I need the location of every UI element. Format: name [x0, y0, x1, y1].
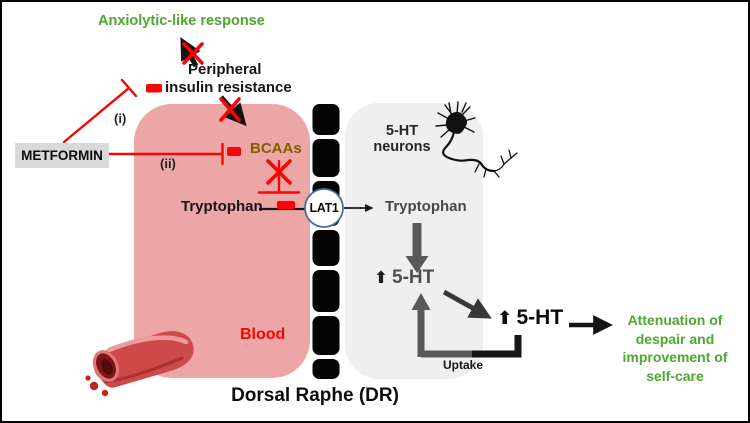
blood-vessel-icon — [85, 331, 194, 397]
5ht-neurons-label: 5-HT neurons — [373, 123, 431, 155]
outcome-line-3: improvement of — [622, 349, 728, 365]
dorsal-raphe-title: Dorsal Raphe (DR) — [231, 385, 399, 406]
5ht-release-arrow — [442, 289, 492, 319]
metformin-inhibition-lines — [62, 42, 301, 209]
insulin-resistance-label: insulin resistance — [165, 79, 292, 96]
pathway-ii-label: (ii) — [160, 156, 176, 171]
uptake-label: Uptake — [443, 358, 484, 372]
lat1-transporter-icon — [304, 188, 344, 228]
5ht-synapse-text: 5-HT — [516, 306, 564, 329]
5ht-dr-text: 5-HT — [392, 267, 435, 288]
tryptophan-to-5ht-arrow — [405, 223, 429, 273]
neuron-icon — [435, 101, 518, 178]
5ht-increase-synapse-label: ⬆5-HT — [497, 306, 563, 330]
peripheral-label: Peripheral — [188, 61, 262, 78]
outcome-line-2: despair and — [635, 330, 715, 347]
uptake-path-black — [470, 335, 522, 358]
up-arrow-icon: ⬆ — [374, 267, 388, 287]
uptake-up-arrow — [411, 293, 431, 357]
lat1-label: LAT1 — [309, 201, 339, 215]
anxiolytic-response-label: Anxiolytic-like response — [98, 13, 265, 29]
5ht-increase-dr-label: ⬆5-HT — [374, 267, 434, 289]
bcaas-label: BCAAs — [250, 140, 302, 157]
tryptophan-dr-label: Tryptophan — [385, 198, 467, 215]
blood-label: Blood — [240, 326, 286, 343]
outcome-line-1: Attenuation of — [627, 312, 723, 328]
pathway-i-label: (i) — [114, 111, 127, 126]
outcome-line-4: self-care — [646, 367, 704, 384]
metformin-box: METFORMIN — [15, 143, 109, 168]
tryptophan-blood-label: Tryptophan — [181, 198, 263, 215]
up-arrow-icon: ⬆ — [497, 308, 513, 329]
outcome-label: Attenuation of despair and improvement o… — [615, 311, 735, 385]
membrane-icon — [312, 104, 340, 379]
